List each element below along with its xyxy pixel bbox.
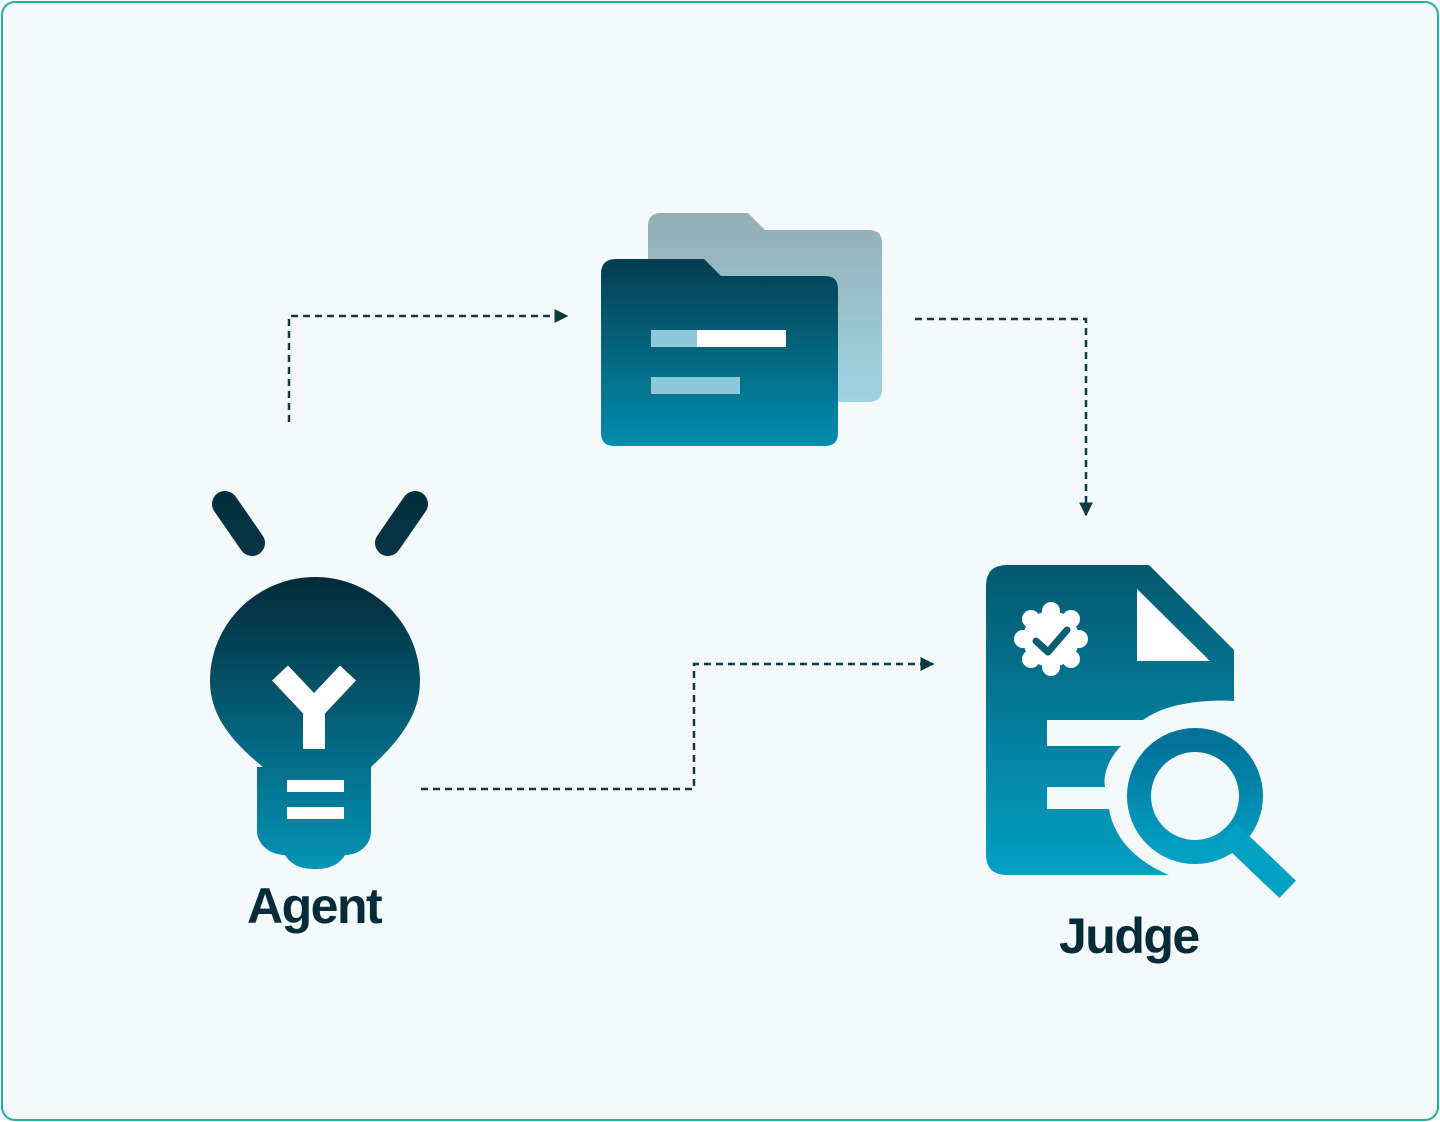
folder-line	[651, 377, 740, 394]
lightbulb-icon	[210, 469, 428, 869]
document-fold	[1137, 589, 1210, 661]
magnifier-icon	[1127, 728, 1296, 898]
document-inspection-icon	[986, 565, 1296, 898]
document-body	[986, 565, 1234, 875]
diagram-canvas	[210, 213, 1296, 898]
agent-label: Agent	[247, 878, 383, 934]
bulb-filament	[272, 665, 356, 749]
edge-artifact-to-judge	[915, 317, 1093, 517]
check-icon	[1032, 626, 1071, 656]
light-rays	[212, 469, 428, 556]
judge-label: Judge	[1059, 908, 1200, 964]
connectors	[287, 309, 1093, 791]
bulb-base-line	[287, 807, 344, 819]
edge-agent-to-judge	[421, 657, 935, 791]
bulb-base-line	[287, 780, 344, 792]
folder-front	[601, 259, 838, 446]
verified-badge-icon	[1014, 602, 1088, 676]
folder-icon	[601, 213, 882, 446]
edge-agent-to-artifact	[287, 309, 569, 422]
folder-line-accent	[651, 330, 697, 347]
